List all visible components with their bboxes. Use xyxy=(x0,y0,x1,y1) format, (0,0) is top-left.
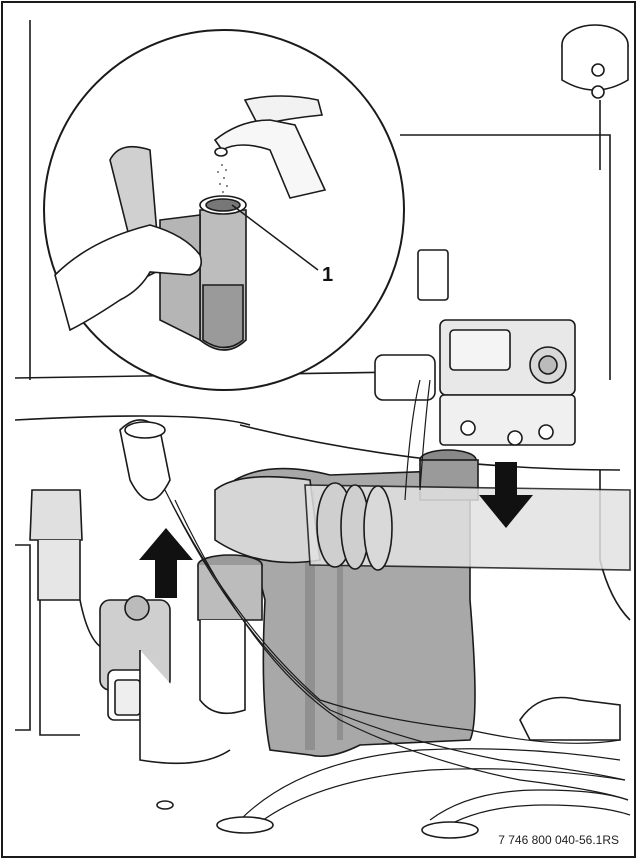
hose-funnel xyxy=(119,419,171,501)
arrow-up-icon xyxy=(139,528,193,598)
callout-number: 1 xyxy=(322,264,334,286)
detail-inset xyxy=(43,29,405,391)
cable-harness xyxy=(164,379,631,831)
fan-unit xyxy=(561,24,629,170)
floor-openings xyxy=(156,696,621,839)
reference-code: 7 746 800 040-56.1RS xyxy=(498,833,619,847)
arrow-down-icon xyxy=(479,462,533,528)
gas-valve xyxy=(374,249,576,446)
condensate-pipe xyxy=(304,482,631,571)
tap xyxy=(213,95,327,199)
water-stream xyxy=(217,164,228,193)
leader-line xyxy=(231,204,319,271)
left-fittings xyxy=(15,489,231,765)
hand xyxy=(54,224,203,332)
